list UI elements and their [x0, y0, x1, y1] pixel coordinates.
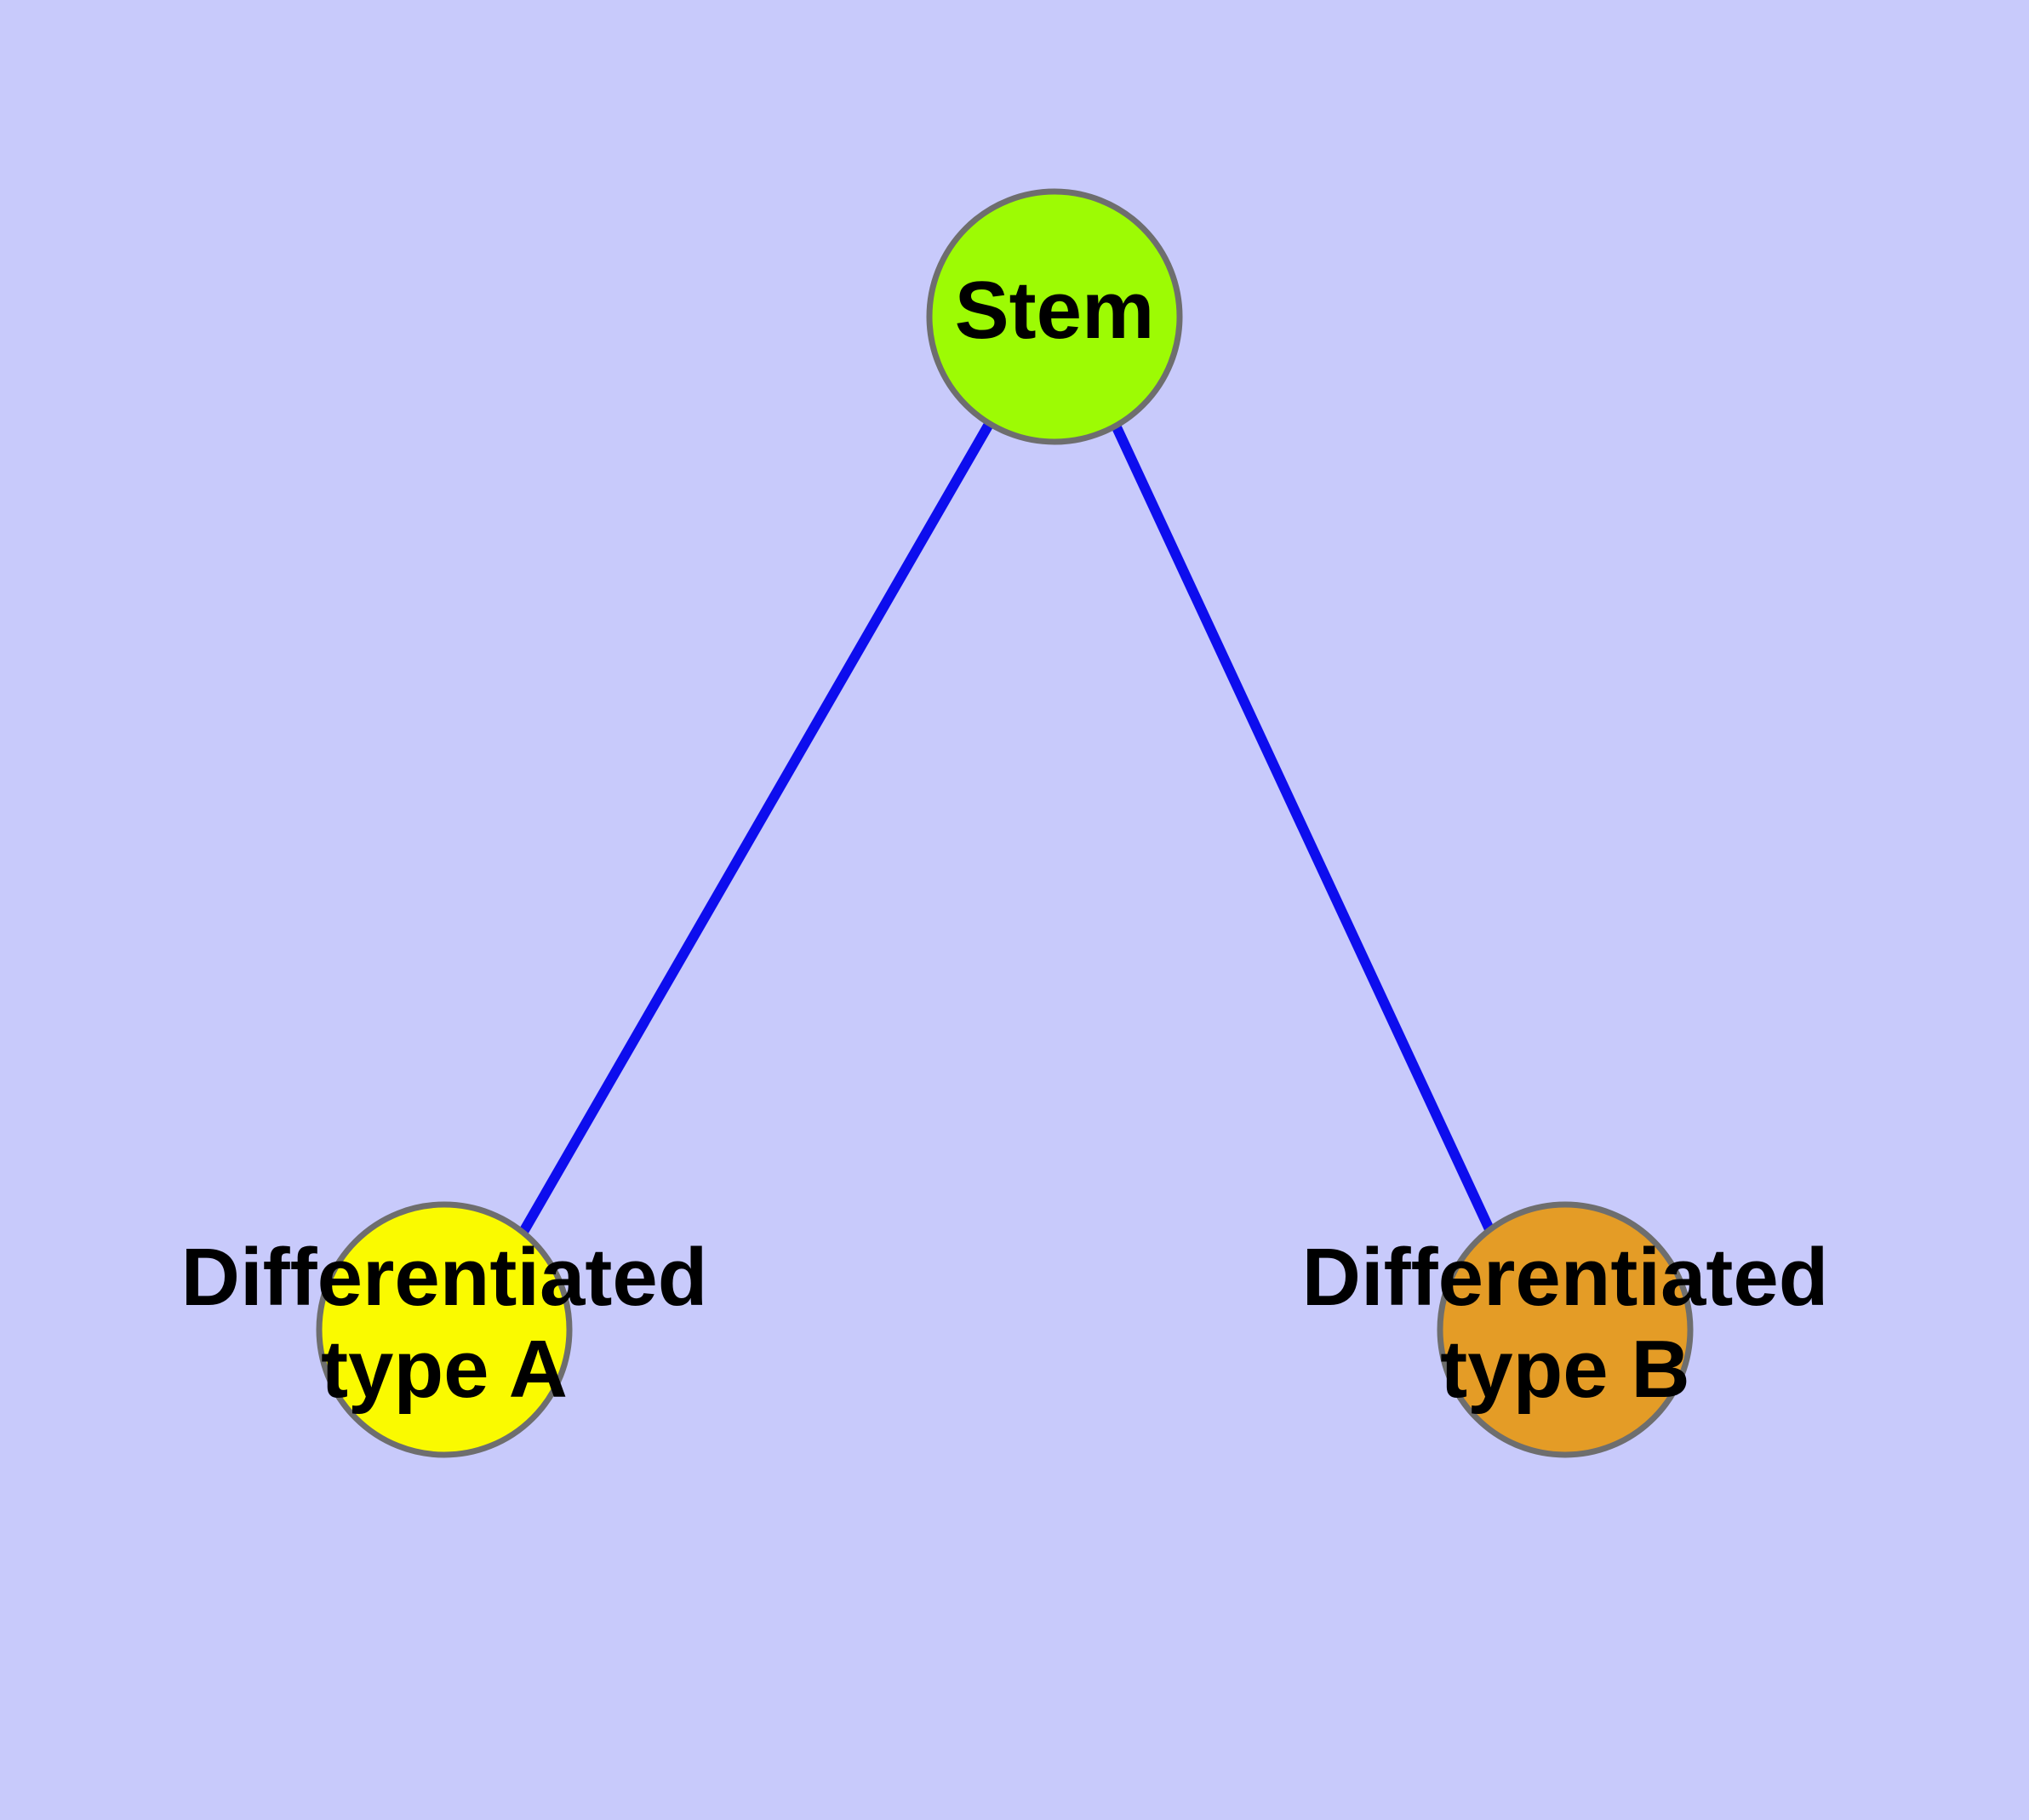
graph-node-stem[interactable]: Stem	[926, 188, 1183, 445]
node-label-line: Differentiated	[181, 1233, 708, 1324]
node-label-stem: Stem	[955, 265, 1155, 356]
node-circle-stem[interactable]	[926, 188, 1183, 445]
node-circle-diff_a[interactable]	[316, 1201, 573, 1458]
node-label-line: Stem	[955, 265, 1155, 356]
graph-edge-stem-to-diff-a[interactable]	[518, 423, 993, 1234]
edges-group	[518, 423, 1495, 1234]
node-label-line: type A	[321, 1324, 568, 1415]
node-label-line: type B	[1440, 1324, 1689, 1415]
graph-edge-stem-to-diff-b[interactable]	[1112, 425, 1495, 1232]
node-label-line: Differentiated	[1302, 1233, 1829, 1324]
node-circle-diff_b[interactable]	[1437, 1201, 1694, 1458]
